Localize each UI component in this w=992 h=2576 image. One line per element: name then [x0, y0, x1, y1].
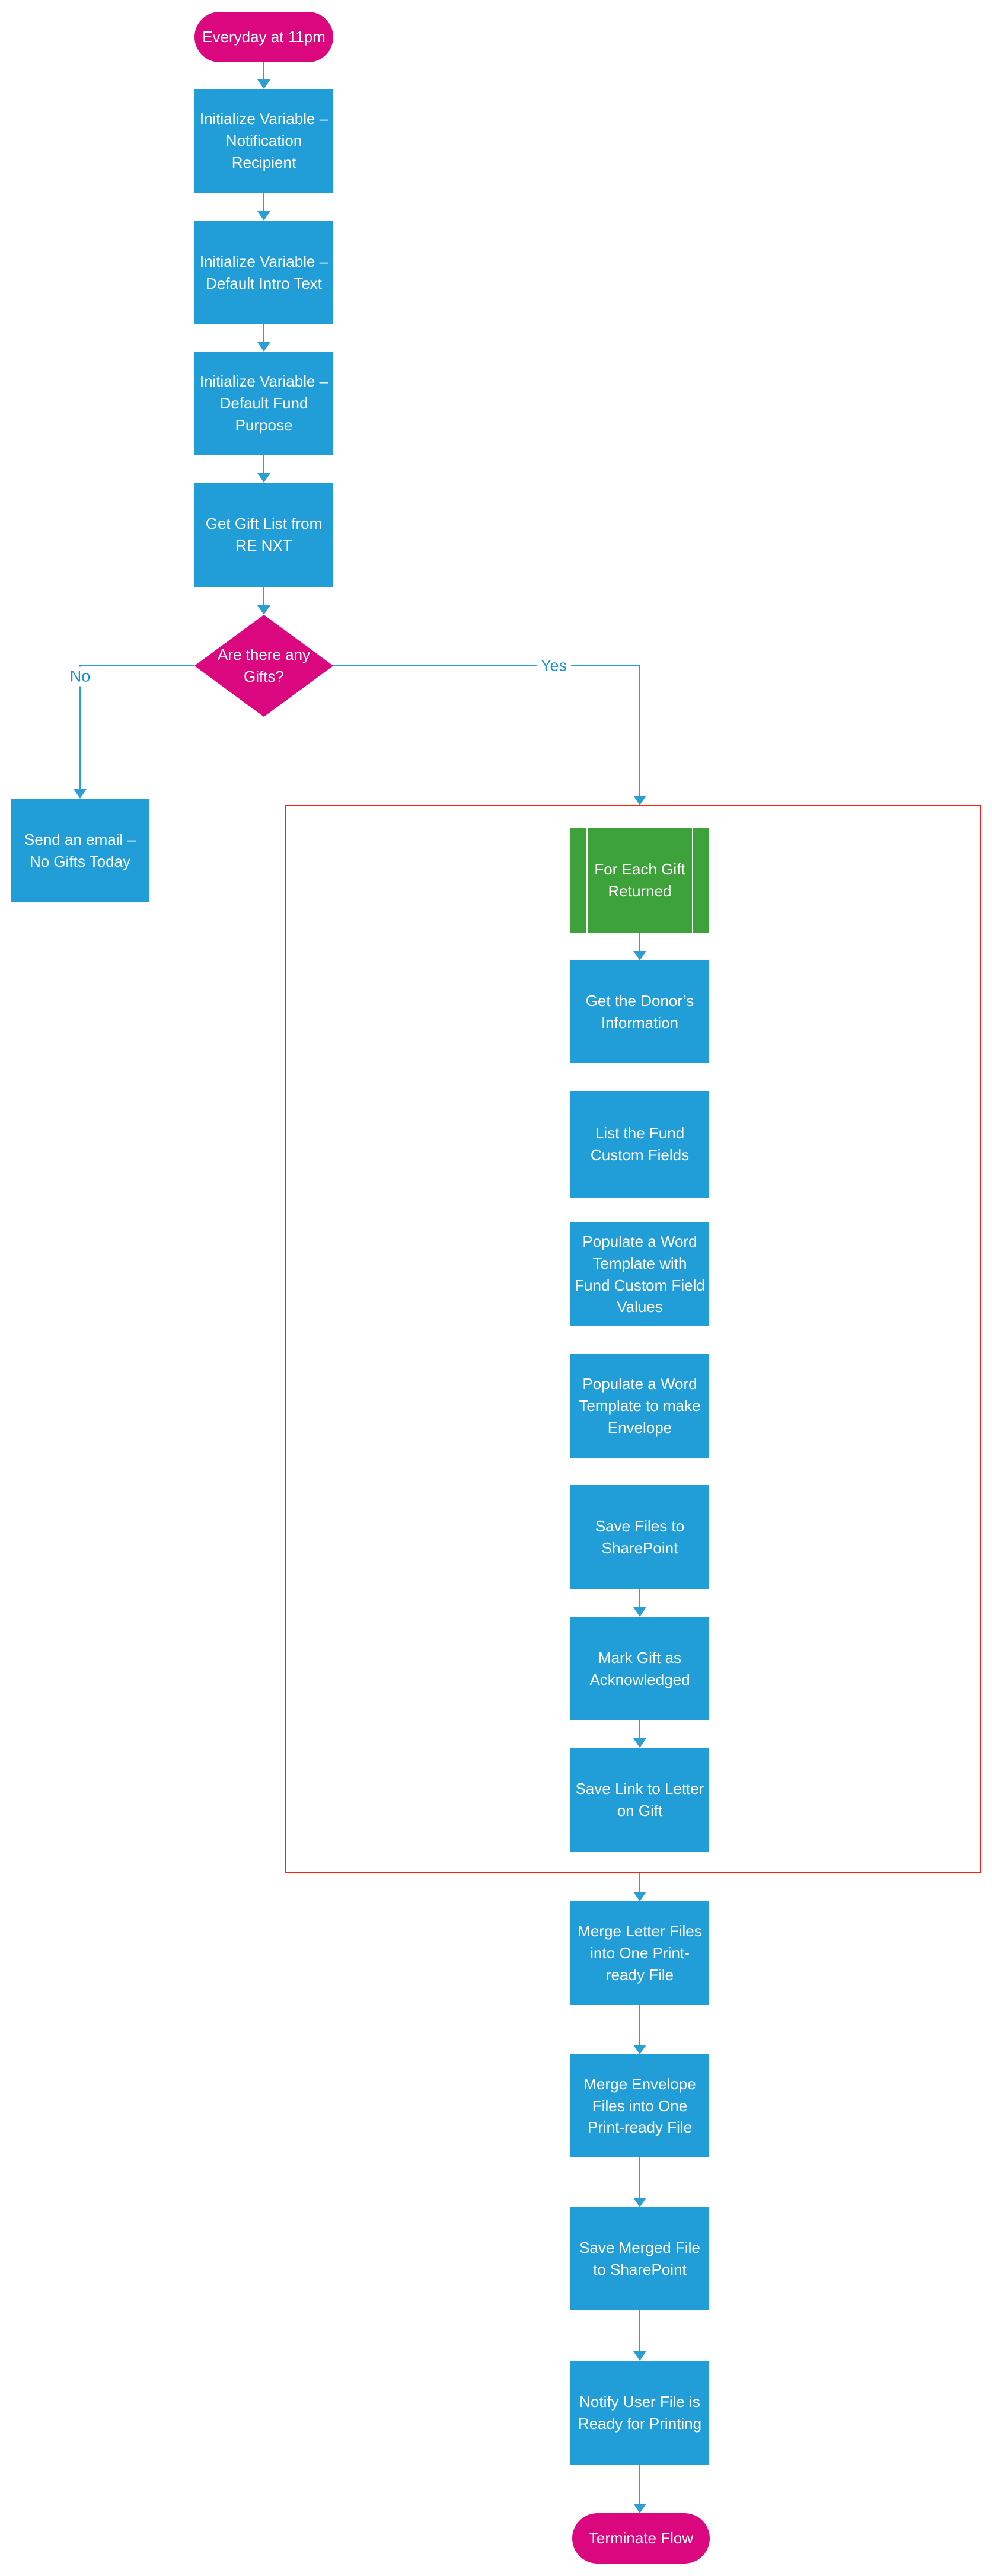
process-merge-envelope-files: Merge Envelope Files into One Print-read…	[570, 2054, 709, 2157]
foreach-label: For Each Gift Returned	[594, 860, 685, 900]
decision-label: Are there any Gifts?	[217, 646, 311, 685]
connector-arrowhead-icon	[633, 951, 646, 960]
process-get-donor-info: Get the Donor’s Information	[570, 960, 709, 1063]
connector-line	[263, 324, 264, 343]
connector-line	[639, 933, 640, 952]
process-save-link-letter: Save Link to Letter on Gift	[570, 1748, 709, 1852]
process-label: Merge Letter Files into One Print-ready …	[578, 1922, 702, 1984]
connector-line	[80, 665, 194, 666]
process-list-fund-custom-fields: List the Fund Custom Fields	[570, 1091, 709, 1198]
process-label: Initialize Variable – Notification Recip…	[199, 110, 328, 171]
process-label: Mark Gift as Acknowledged	[589, 1648, 690, 1688]
predefined-process-right-bar	[692, 828, 693, 933]
process-save-merged-file: Save Merged File to SharePoint	[570, 2207, 709, 2310]
process-populate-word-template-fund: Populate a Word Template with Fund Custo…	[570, 1222, 709, 1326]
process-init-default-fund-purpose: Initialize Variable – Default Fund Purpo…	[194, 352, 333, 455]
process-label: Save Link to Letter on Gift	[575, 1779, 704, 1820]
connector-arrowhead-icon	[633, 2198, 646, 2207]
connector-arrowhead-icon	[74, 789, 87, 799]
loop-region-border	[285, 805, 981, 1873]
connector-line	[639, 1873, 640, 1892]
process-label: Populate a Word Template to make Envelop…	[579, 1375, 701, 1437]
connector-arrowhead-icon	[633, 2045, 646, 2054]
connector-arrowhead-icon	[633, 1738, 646, 1748]
process-init-notification-recipient: Initialize Variable – Notification Recip…	[194, 89, 333, 193]
connector-arrowhead-icon	[633, 2351, 646, 2361]
terminator-node: Terminate Flow	[572, 2513, 710, 2564]
predefined-process-left-bar	[586, 828, 588, 933]
edge-label-no: No	[65, 666, 95, 687]
terminator-label: Terminate Flow	[588, 2529, 694, 2548]
connector-line	[639, 1720, 640, 1739]
connector-arrowhead-icon	[633, 1892, 646, 1901]
trigger-label: Everyday at 11pm	[202, 28, 326, 46]
connector-arrowhead-icon	[257, 79, 270, 89]
connector-line	[263, 193, 264, 212]
edge-label-yes: Yes	[536, 656, 572, 676]
connector-arrowhead-icon	[257, 211, 270, 221]
connector-arrowhead-icon	[633, 796, 646, 805]
connector-line	[639, 1589, 640, 1608]
process-label: Populate a Word Template with Fund Custo…	[575, 1232, 705, 1316]
connector-line	[263, 587, 264, 606]
connector-line	[333, 665, 640, 666]
process-notify-user: Notify User File is Ready for Printing	[570, 2361, 709, 2465]
connector-line	[639, 665, 640, 796]
process-label: Send an email – No Gifts Today	[24, 830, 136, 870]
process-get-gift-list: Get Gift List from RE NXT	[194, 483, 333, 587]
process-label: Save Merged File to SharePoint	[579, 2239, 700, 2278]
connector-line	[639, 2157, 640, 2198]
process-mark-gift-acknowledged: Mark Gift as Acknowledged	[570, 1617, 709, 1720]
connector-line	[639, 2310, 640, 2352]
decision-any-gifts: Are there any Gifts?	[194, 615, 333, 717]
connector-arrowhead-icon	[257, 342, 270, 352]
process-label: Initialize Variable – Default Intro Text	[199, 252, 328, 292]
process-label: List the Fund Custom Fields	[590, 1124, 690, 1164]
connector-line	[263, 62, 264, 80]
connector-line	[639, 2465, 640, 2504]
process-label: Save Files to SharePoint	[595, 1517, 685, 1557]
connector-arrowhead-icon	[257, 605, 270, 615]
connector-line	[639, 2004, 640, 2045]
process-label: Get the Donor’s Information	[585, 991, 694, 1032]
process-label: Get Gift List from RE NXT	[205, 515, 323, 554]
connector-arrowhead-icon	[633, 2504, 646, 2513]
connector-line	[79, 665, 81, 790]
foreach-gift-node: For Each Gift Returned	[570, 828, 709, 933]
process-label: Initialize Variable – Default Fund Purpo…	[199, 372, 328, 434]
process-populate-word-template-envelope: Populate a Word Template to make Envelop…	[570, 1354, 709, 1458]
connector-arrowhead-icon	[257, 473, 270, 483]
process-label: Notify User File is Ready for Printing	[578, 2392, 702, 2433]
process-label: Merge Envelope Files into One Print-read…	[583, 2074, 696, 2137]
trigger-node: Everyday at 11pm	[194, 12, 333, 62]
connector-arrowhead-icon	[633, 1607, 646, 1617]
process-send-email-no-gifts: Send an email – No Gifts Today	[11, 799, 149, 902]
process-save-files-sharepoint: Save Files to SharePoint	[570, 1485, 709, 1589]
connector-line	[263, 455, 264, 474]
process-init-default-intro-text: Initialize Variable – Default Intro Text	[194, 221, 333, 324]
process-merge-letter-files: Merge Letter Files into One Print-ready …	[570, 1901, 709, 2005]
